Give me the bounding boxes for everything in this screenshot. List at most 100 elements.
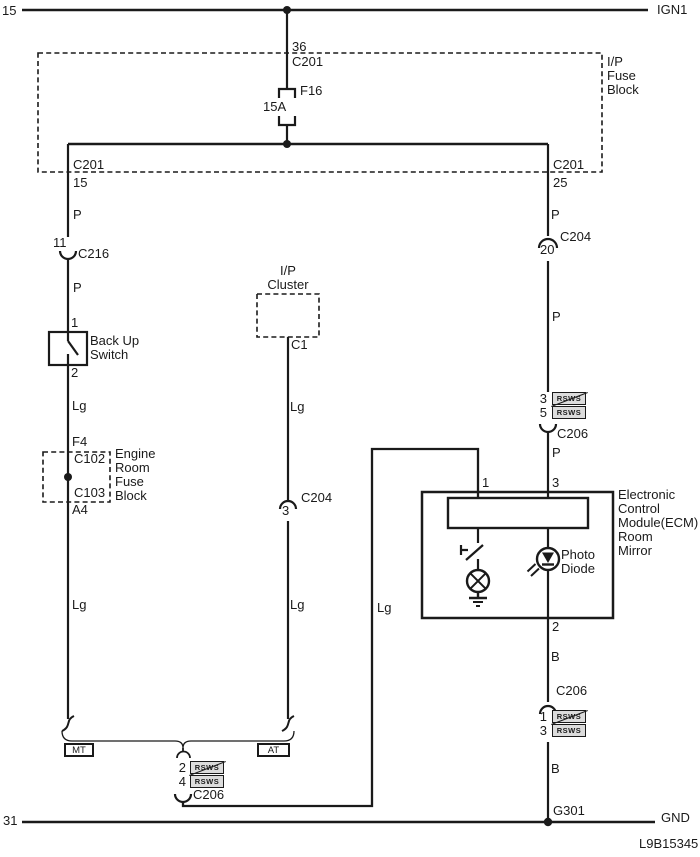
wire-color: P (73, 280, 82, 295)
rsws-badge-struck: RSWS (552, 392, 586, 405)
ip-cluster-name: Cluster (267, 277, 309, 292)
fuse-symbol-top (277, 87, 297, 98)
ip-fuse-block-name: Fuse (607, 68, 636, 83)
backup-switch-name: Switch (90, 347, 129, 362)
light-rays-icon (526, 563, 540, 577)
ecm-name: Control (618, 501, 660, 516)
c102-label: C102 (74, 451, 106, 466)
junction-dot (543, 817, 553, 827)
switch-pin-out: 2 (71, 365, 79, 380)
wire-color: P (73, 207, 82, 222)
fuse-symbol-bottom (277, 116, 297, 127)
pin-36: 36 (292, 39, 307, 54)
ip-cluster-box (256, 293, 320, 338)
at-tag: AT (257, 743, 290, 757)
ip-fuse-block-name: Block (607, 82, 639, 97)
photo-diode-label: Photo (561, 547, 595, 562)
junction-dot (283, 6, 291, 14)
fuse-rating: 15A (263, 99, 287, 114)
c204-right-pin: 20 (540, 242, 555, 257)
ecm-name: Mirror (618, 543, 652, 558)
c206-joint-label: C206 (193, 787, 225, 802)
rsws-badge: RSWS (190, 775, 224, 788)
wire-color: B (551, 649, 560, 664)
c201-left-pin: 15 (73, 175, 88, 190)
ecm-name: Electronic (618, 487, 676, 502)
ecm-switch-symbol (459, 528, 484, 570)
c204-right-label: C204 (560, 229, 592, 244)
ip-fuse-block-name: I/P (607, 54, 623, 69)
c204-mid-pin: 3 (282, 503, 290, 518)
engine-fuse-block-name: Block (115, 488, 147, 503)
ecm-name: Room (618, 529, 653, 544)
c216-label: C216 (78, 246, 110, 261)
ecm-connector-bar (446, 496, 590, 530)
wire-color: P (552, 445, 561, 460)
joint-pin-4: 4 (178, 774, 186, 789)
ground-net-label: GND (661, 810, 690, 825)
wire-color: B (551, 761, 560, 776)
rsws-badge: RSWS (552, 724, 586, 737)
backup-switch-name: Back Up (90, 333, 140, 348)
wire-color: Lg (72, 597, 87, 612)
c206-upper-pin-3: 3 (539, 391, 547, 406)
doc-id: L9B15345 (639, 836, 699, 851)
diode-triangle (542, 552, 554, 563)
wire-color: Lg (290, 399, 305, 414)
lg-link-wire (181, 447, 480, 808)
junction-dot (64, 473, 72, 481)
c206-upper-pin-5: 5 (539, 405, 547, 420)
wire-color: P (551, 207, 560, 222)
c206-lower-pin-3: 3 (539, 723, 547, 738)
ecm-pin-3: 3 (552, 475, 560, 490)
ecm-pin-2: 2 (552, 619, 560, 634)
c206-upper-label: C206 (557, 426, 589, 441)
engine-fuse-block-name: Room (115, 460, 150, 475)
backup-switch-contact (66, 332, 79, 365)
power-net-label: IGN1 (657, 2, 688, 17)
ground-symbol (469, 592, 487, 600)
power-rail-pin: 15 (2, 3, 17, 18)
c201-right-label: C201 (553, 157, 585, 172)
ground-rail-pin: 31 (3, 813, 18, 828)
engine-fuse-block-name: Engine (115, 446, 156, 461)
wire-color: Lg (377, 600, 392, 615)
g301-label: G301 (553, 803, 585, 818)
c201-left-label: C201 (73, 157, 105, 172)
c206-lower-pin-1: 1 (539, 709, 547, 724)
ecm-pin-1: 1 (482, 475, 490, 490)
c216-pin: 11 (53, 235, 67, 250)
wire-color: P (552, 309, 561, 324)
ip-cluster-name: I/P (280, 263, 296, 278)
c204-mid-label: C204 (301, 490, 333, 505)
rsws-badge-struck: RSWS (190, 761, 224, 774)
wire-break-middle (281, 715, 295, 732)
c206-joint-connector-symbol (173, 793, 193, 804)
c201-right-pin: 25 (553, 175, 568, 190)
ip-fuse-block-box (37, 52, 603, 173)
c216-connector-symbol (58, 250, 78, 261)
c201-top-label: C201 (292, 54, 324, 69)
switch-pin-in: 1 (71, 315, 79, 330)
fuse-id: F16 (300, 83, 323, 98)
c103-label: C103 (74, 485, 106, 500)
joint-pin-symbol (176, 748, 191, 759)
junction-dot (283, 140, 291, 148)
ecm-box (420, 490, 615, 620)
fuse-pin-f4: F4 (72, 434, 88, 449)
rsws-badge: RSWS (552, 406, 586, 419)
c204-3-connector-symbol (278, 499, 298, 510)
c204-20-connector-symbol (537, 237, 559, 249)
rsws-badge-struck: RSWS (552, 710, 586, 723)
wire-color: Lg (290, 597, 305, 612)
wire-color: Lg (72, 398, 87, 413)
fuse-pin-a4: A4 (72, 502, 88, 517)
c206-upper-connector-symbol (538, 423, 558, 434)
c1-label: C1 (291, 337, 308, 352)
c206-lower-label: C206 (556, 683, 588, 698)
ecm-name: Module(ECM) (618, 515, 699, 530)
photo-diode-label: Diode (561, 561, 595, 576)
mt-at-brace (61, 730, 295, 749)
